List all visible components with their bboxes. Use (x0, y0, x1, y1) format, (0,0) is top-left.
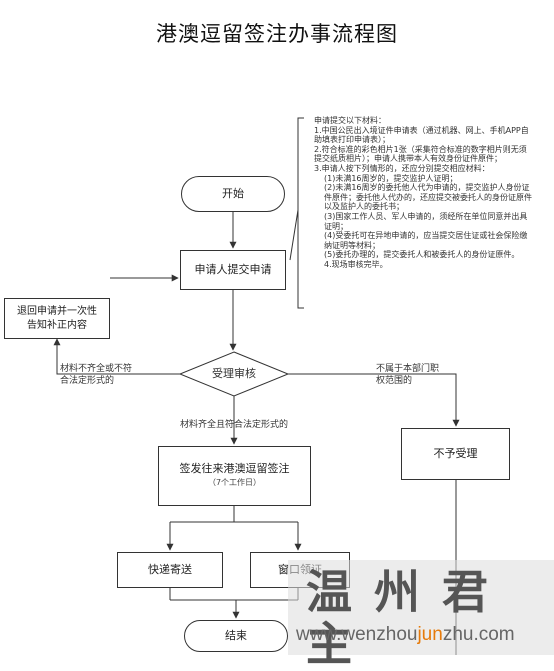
note-leader (289, 209, 299, 261)
label-to-return: 材料不齐全或不符合法定形式的 (60, 364, 133, 386)
end-node: 结束 (184, 620, 288, 652)
return-node-label: 退回申请并一次性告知补正内容 (17, 305, 97, 331)
note-line: 申请提交以下材料： (314, 116, 386, 125)
issue-node: 签发往来港澳逗留签注 （7个工作日） (158, 446, 311, 506)
note-line: (5)委托办理的，提交委托人和被委托人的身份证原件。 (324, 250, 520, 260)
return-node: 退回申请并一次性告知补正内容 (4, 298, 110, 339)
watermark-url: www.wenzhoujunzhu.com (296, 624, 515, 646)
note-line: 4.现场审核完毕。 (324, 259, 388, 269)
label-to-reject: 不属于本部门职权范围的 (376, 364, 440, 386)
note-line: (1)未满16周岁的，提交监护人证明； (324, 173, 458, 183)
courier-node: 快递寄送 (117, 552, 223, 588)
note-line: (3)国家工作人员、军人申请的，须经所在单位同意并出具证明； (324, 211, 528, 231)
start-node: 开始 (181, 176, 285, 212)
issue-node-duration: （7个工作日） (207, 478, 262, 487)
issue-node-label: 签发往来港澳逗留签注 (179, 462, 290, 475)
arrow-review-reject (288, 373, 460, 427)
arrow-review-return (53, 338, 180, 375)
page-title: 港澳逗留签注办事流程图 (156, 22, 398, 46)
note-line: 3.申请人按下列情形的，还应分别提交相应材料： (314, 163, 490, 173)
note-line: 2.符合标准的彩色相片1张（采集符合标准的数字相片则无须提交纸质相片）；申请人携… (314, 144, 527, 164)
note-bracket (297, 117, 304, 309)
note-line: 1.中国公民出入境证件申请表（通过机器、网上、手机APP自助填表打印申请表）； (314, 125, 529, 145)
watermark-url-highlight: jun (417, 624, 443, 645)
watermark-characters: 温州君主 (306, 565, 510, 671)
note-line: (2)未满16周岁的委托他人代为申请的，提交监护人身份证件原件；委托他人代办的，… (324, 183, 532, 212)
requirements-note: 申请提交以下材料： 1.中国公民出入境证件申请表（通过机器、网上、手机APP自助… (306, 112, 538, 312)
watermark-url-post: zhu.com (442, 624, 515, 645)
review-label: 受理审核 (212, 367, 256, 380)
apply-node: 申请人提交申请 (180, 250, 286, 290)
watermark-url-pre: www.wenzhou (296, 624, 418, 645)
label-to-issue: 材料齐全且符合法定形式的 (180, 420, 289, 430)
watermark-backdrop (288, 560, 554, 655)
flow-connectors (53, 117, 460, 655)
reject-node: 不予受理 (401, 428, 510, 480)
note-line: (4)受委托可在异地申请的，应当提交居住证或社会保险缴纳证明等材料； (324, 231, 528, 250)
